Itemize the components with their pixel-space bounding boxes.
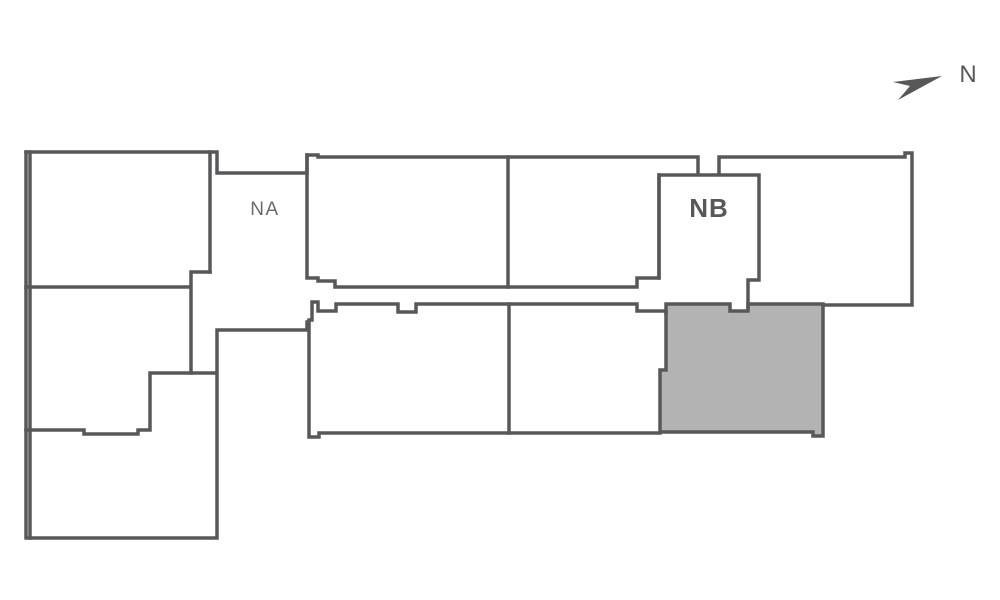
west-wing [24,150,320,540]
north-arrow-icon [893,76,942,100]
north-block-top-wall [316,155,700,174]
west-unit-divider-2 [24,371,217,436]
corridor-na-top [208,150,320,175]
corridor-label-na: NA [250,199,279,220]
west-inner-wall [189,270,212,375]
north-block [305,151,914,439]
lower-row-top-wall [310,300,668,322]
lower-row-outline [307,318,662,439]
wing-label-nb: NB [689,193,729,223]
highlighted-unit[interactable] [658,302,825,438]
east-upper-unit [717,151,914,307]
north-block-upper-row [305,153,761,310]
west-wing-outline [24,150,309,540]
north-label: N [959,61,976,88]
west-wing-top-wall [24,150,212,274]
north-arrow: N [893,61,977,100]
